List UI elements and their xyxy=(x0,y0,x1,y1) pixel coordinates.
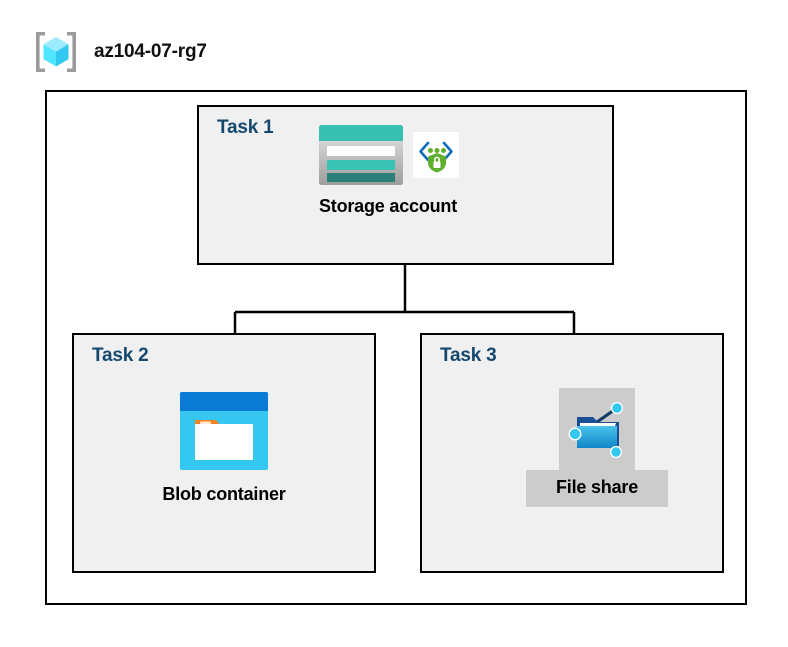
storage-account-caption: Storage account xyxy=(318,196,458,216)
resource-group-cube-icon xyxy=(32,28,80,76)
storage-account-icon-group xyxy=(317,120,459,190)
secure-endpoint-shield-icon xyxy=(413,132,459,178)
task-2-box: Task 2 xyxy=(72,333,376,573)
node-blob-container[interactable]: Blob container xyxy=(124,390,324,505)
task-2-label: Task 2 xyxy=(92,345,149,366)
file-share-icon-highlight xyxy=(559,388,635,470)
blob-container-icon xyxy=(178,390,270,472)
resource-group-name: az104-07-rg7 xyxy=(94,41,207,62)
file-share-caption: File share xyxy=(555,477,639,497)
file-share-caption-highlight: File share xyxy=(525,470,669,507)
task-1-label: Task 1 xyxy=(217,117,274,138)
storage-account-icon xyxy=(317,123,405,187)
task-1-box: Task 1 xyxy=(197,105,614,265)
resource-group-header: az104-07-rg7 xyxy=(32,28,207,76)
task-3-label: Task 3 xyxy=(440,345,497,366)
file-share-folder-icon xyxy=(564,396,630,462)
node-storage-account[interactable]: Storage account xyxy=(288,120,488,217)
node-file-share[interactable]: File share xyxy=(497,388,697,507)
blob-container-caption: Blob container xyxy=(162,484,286,504)
